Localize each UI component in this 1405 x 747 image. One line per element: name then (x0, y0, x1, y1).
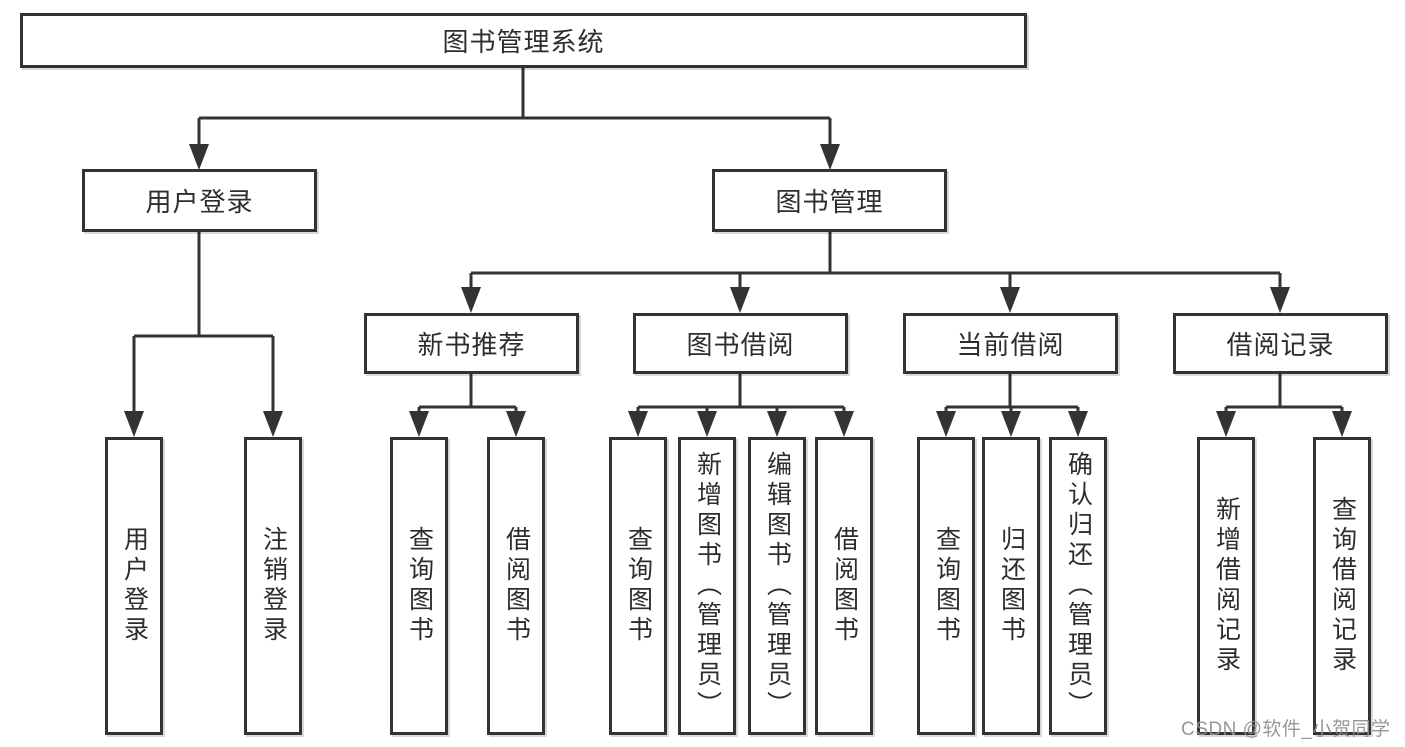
arrow-down-icon (189, 144, 209, 170)
csdn-watermark: CSDN @软件_小贺同学 (1181, 719, 1391, 740)
leaf-logout-label: 注销登录 (259, 526, 288, 646)
leaf-logout: 注销登录 (244, 437, 302, 735)
arrow-down-icon (697, 411, 717, 437)
node-user-login: 用户登录 (82, 169, 317, 232)
connector-book-management (469, 232, 1282, 291)
leaf-recommend-query-books: 查询图书 (390, 437, 448, 735)
node-borrow-records-label: 借阅记录 (1226, 330, 1335, 360)
arrow-down-icon (1270, 287, 1290, 313)
leaf-borrow-edit-books-admin: 编辑图书（管理员） (748, 437, 806, 735)
leaf-records-add-record-label: 新增借阅记录 (1212, 496, 1241, 676)
arrow-down-icon (628, 411, 648, 437)
leaf-user-login-label: 用户登录 (120, 526, 149, 646)
node-book-borrow: 图书借阅 (633, 313, 848, 374)
arrow-down-icon (1068, 411, 1088, 437)
arrow-down-icon (936, 411, 956, 437)
node-new-book-recommend-label: 新书推荐 (417, 330, 526, 360)
leaf-borrow-add-books-admin: 新增图书（管理员） (678, 437, 736, 735)
arrow-down-icon (1216, 411, 1236, 437)
leaf-recommend-borrow-books: 借阅图书 (487, 437, 545, 735)
leaf-current-confirm-return-admin: 确认归还（管理员） (1049, 437, 1107, 735)
leaf-records-query-record: 查询借阅记录 (1313, 437, 1371, 735)
leaf-current-return-books: 归还图书 (982, 437, 1040, 735)
arrow-down-icon (767, 411, 787, 437)
connector-book-borrow (636, 374, 846, 415)
node-book-management: 图书管理 (712, 169, 947, 232)
node-new-book-recommend: 新书推荐 (364, 313, 579, 374)
arrow-down-icon (461, 287, 481, 313)
leaf-user-login: 用户登录 (105, 437, 163, 735)
node-borrow-records: 借阅记录 (1173, 313, 1388, 374)
arrow-down-icon (506, 411, 526, 437)
leaf-recommend-query-books-label: 查询图书 (405, 526, 434, 646)
arrow-down-icon (834, 411, 854, 437)
node-current-borrow-label: 当前借阅 (956, 330, 1065, 360)
arrow-down-icon (1001, 411, 1021, 437)
leaf-current-query-books: 查询图书 (917, 437, 975, 735)
leaf-current-query-books-label: 查询图书 (932, 526, 961, 646)
leaf-borrow-borrow-books: 借阅图书 (815, 437, 873, 735)
leaf-borrow-add-books-admin-label: 新增图书（管理员） (693, 451, 722, 721)
arrow-down-icon (820, 144, 840, 170)
arrow-down-icon (730, 287, 750, 313)
arrow-down-icon (263, 411, 283, 437)
node-root-label: 图书管理系统 (442, 27, 605, 57)
leaf-recommend-borrow-books-label: 借阅图书 (502, 526, 531, 646)
leaf-borrow-borrow-books-label: 借阅图书 (830, 526, 859, 646)
leaf-records-add-record: 新增借阅记录 (1197, 437, 1255, 735)
node-root: 图书管理系统 (20, 13, 1027, 68)
leaf-current-return-books-label: 归还图书 (997, 526, 1026, 646)
arrow-down-icon (409, 411, 429, 437)
connector-root (197, 68, 832, 148)
leaf-borrow-edit-books-admin-label: 编辑图书（管理员） (763, 451, 792, 721)
node-current-borrow: 当前借阅 (903, 313, 1118, 374)
arrow-down-icon (124, 411, 144, 437)
connector-new-book-recommend (417, 374, 518, 415)
leaf-current-confirm-return-admin-label: 确认归还（管理员） (1064, 451, 1093, 721)
arrowhead-icons (124, 144, 1352, 437)
connector-user-login (132, 232, 275, 415)
leaf-records-query-record-label: 查询借阅记录 (1328, 496, 1357, 676)
connector-borrow-records (1224, 374, 1344, 415)
node-user-login-label: 用户登录 (145, 187, 254, 217)
node-book-borrow-label: 图书借阅 (686, 330, 795, 360)
leaf-borrow-query-books: 查询图书 (609, 437, 667, 735)
arrow-down-icon (1000, 287, 1020, 313)
connector-current-borrow (944, 374, 1080, 415)
node-book-management-label: 图书管理 (775, 187, 884, 217)
leaf-borrow-query-books-label: 查询图书 (624, 526, 653, 646)
arrow-down-icon (1332, 411, 1352, 437)
